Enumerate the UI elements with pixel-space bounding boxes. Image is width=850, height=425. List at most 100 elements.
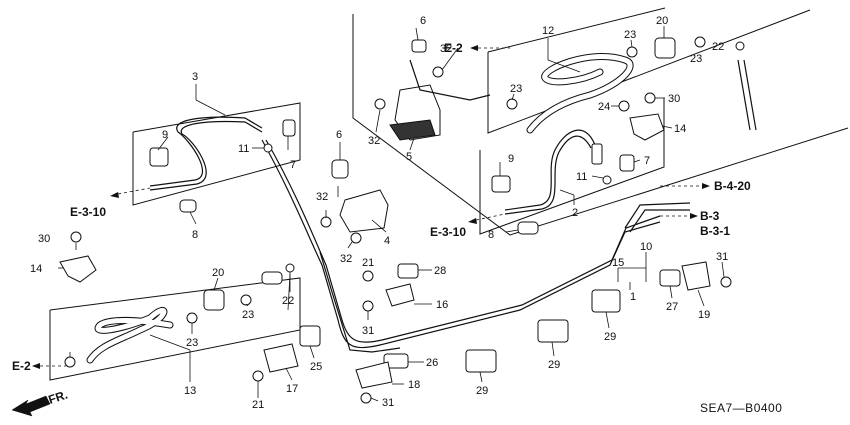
callout-31-mid: 31: [362, 325, 374, 337]
callout-30-left: 30: [38, 233, 50, 245]
clamp-23-bottom-a: [64, 356, 76, 368]
callout-23-bottom-a: 23: [242, 309, 254, 321]
lower-clamps: [252, 261, 732, 404]
clip-6-top: [411, 39, 427, 53]
pipe-2-frame: [479, 98, 665, 235]
callout-23-top-b: 23: [690, 53, 702, 65]
clip-8-right: [517, 221, 539, 235]
arrow-left-e310-right: [468, 218, 477, 224]
callout-28: 28: [434, 265, 446, 277]
clip-7-right: [619, 154, 635, 172]
callout-3: 3: [192, 71, 198, 83]
callout-10: 10: [640, 241, 652, 253]
callout-14-left: 14: [30, 263, 42, 275]
callout-8-left: 8: [192, 229, 198, 241]
main-pipe-run: [261, 139, 691, 353]
bracket-16: [385, 283, 415, 307]
hose-13-frame: [49, 277, 301, 381]
callout-numbers: 1 2 3 4 5 6 6 7 7 8 8 9 9 10 11 11 12 13…: [30, 15, 728, 411]
pipe-3-assembly: [149, 116, 296, 213]
clip-24: [618, 100, 630, 112]
filter-20-top: [654, 37, 676, 59]
callout-12: 12: [542, 25, 554, 37]
reference-arrows: [32, 45, 710, 369]
callout-19: 19: [698, 309, 710, 321]
clip-9-right: [491, 175, 511, 193]
connector-22-bottom: [261, 271, 283, 285]
callout-23-bottom-b: 23: [186, 337, 198, 349]
clamp-23-top-a: [626, 46, 638, 58]
clip-11-left: [263, 143, 273, 153]
arrow-left-e310-left: [110, 192, 119, 198]
callout-22-bottom: 22: [282, 295, 294, 307]
clip-26: [383, 353, 409, 369]
bracket-14-right: [629, 113, 665, 141]
callout-1: 1: [630, 291, 636, 303]
hose-kit-frame-top: [487, 9, 811, 134]
callout-32-top-b: 32: [368, 135, 380, 147]
upper-right-frame: [352, 14, 849, 236]
bolt-31-right: [720, 276, 732, 288]
callout-25: 25: [310, 361, 322, 373]
holder-29-a: [465, 349, 497, 373]
callout-5: 5: [406, 151, 412, 163]
callout-27: 27: [666, 301, 678, 313]
callout-29-a: 29: [476, 385, 488, 397]
callout-32-mid-a: 32: [316, 191, 328, 203]
bolt-32-top-a: [432, 66, 444, 78]
bracket-18: [355, 361, 393, 389]
ref-e310-right: E-3-10: [430, 225, 466, 239]
callout-16: 16: [436, 299, 448, 311]
arrow-right-b420: [702, 183, 710, 189]
callout-9-right: 9: [508, 153, 514, 165]
pipe-2-assembly: [491, 129, 635, 235]
pipe-2-end: [591, 143, 603, 165]
callout-17: 17: [286, 383, 298, 395]
filter-20-bottom: [203, 289, 225, 311]
hose-13-assembly: [64, 263, 295, 368]
callout-11-left: 11: [238, 143, 249, 155]
clip-6-mid: [331, 159, 349, 179]
arrow-left-e2-top: [470, 45, 478, 51]
clip-9-left: [149, 147, 169, 167]
pipe-3-frame: [132, 102, 301, 206]
arrow-left-e2-bottom: [32, 363, 40, 369]
callout-21-mid: 21: [362, 257, 374, 269]
bracket-14-left: [59, 255, 97, 283]
ref-front: FR.: [47, 388, 70, 407]
callout-26: 26: [426, 357, 438, 369]
callout-7-left: 7: [290, 159, 296, 171]
callout-31-bottom: 31: [382, 397, 394, 409]
bolt-31-mid: [362, 300, 374, 312]
callout-22-top: 22: [712, 41, 724, 53]
holder-29-b: [537, 319, 569, 343]
clip-8-left: [179, 199, 197, 213]
callout-11-right: 11: [576, 171, 587, 183]
bracket-17: [263, 343, 299, 373]
nut-21-mid: [362, 270, 374, 282]
ref-e2-bottom: E-2: [12, 359, 31, 373]
clamp-23-top-c: [506, 98, 518, 110]
ref-e2-top: E-2: [444, 41, 463, 55]
ref-b3: B-3: [700, 209, 720, 223]
bolt-32-mid-b: [350, 232, 362, 244]
callout-31-right: 31: [716, 251, 728, 263]
callout-23-top-c: 23: [510, 83, 522, 95]
bolt-31-bottom: [360, 392, 372, 404]
bolt-32-mid-a: [320, 216, 332, 228]
callout-7-right: 7: [644, 155, 650, 167]
callout-20-top: 20: [656, 15, 668, 27]
callout-32-top-a: 32: [440, 43, 452, 55]
hose-kit-12: [506, 36, 757, 134]
callout-15: 15: [612, 257, 624, 269]
clamp-23-bottom-c: [240, 294, 252, 306]
clamp-23-bottom-b: [186, 312, 198, 324]
callout-6-top: 6: [420, 15, 426, 27]
clip-25: [299, 325, 321, 347]
ref-b420: B-4-20: [714, 179, 751, 193]
callout-32-mid-b: 32: [340, 253, 352, 265]
front-direction-arrow: [11, 395, 51, 417]
callout-29-c: 29: [604, 331, 616, 343]
